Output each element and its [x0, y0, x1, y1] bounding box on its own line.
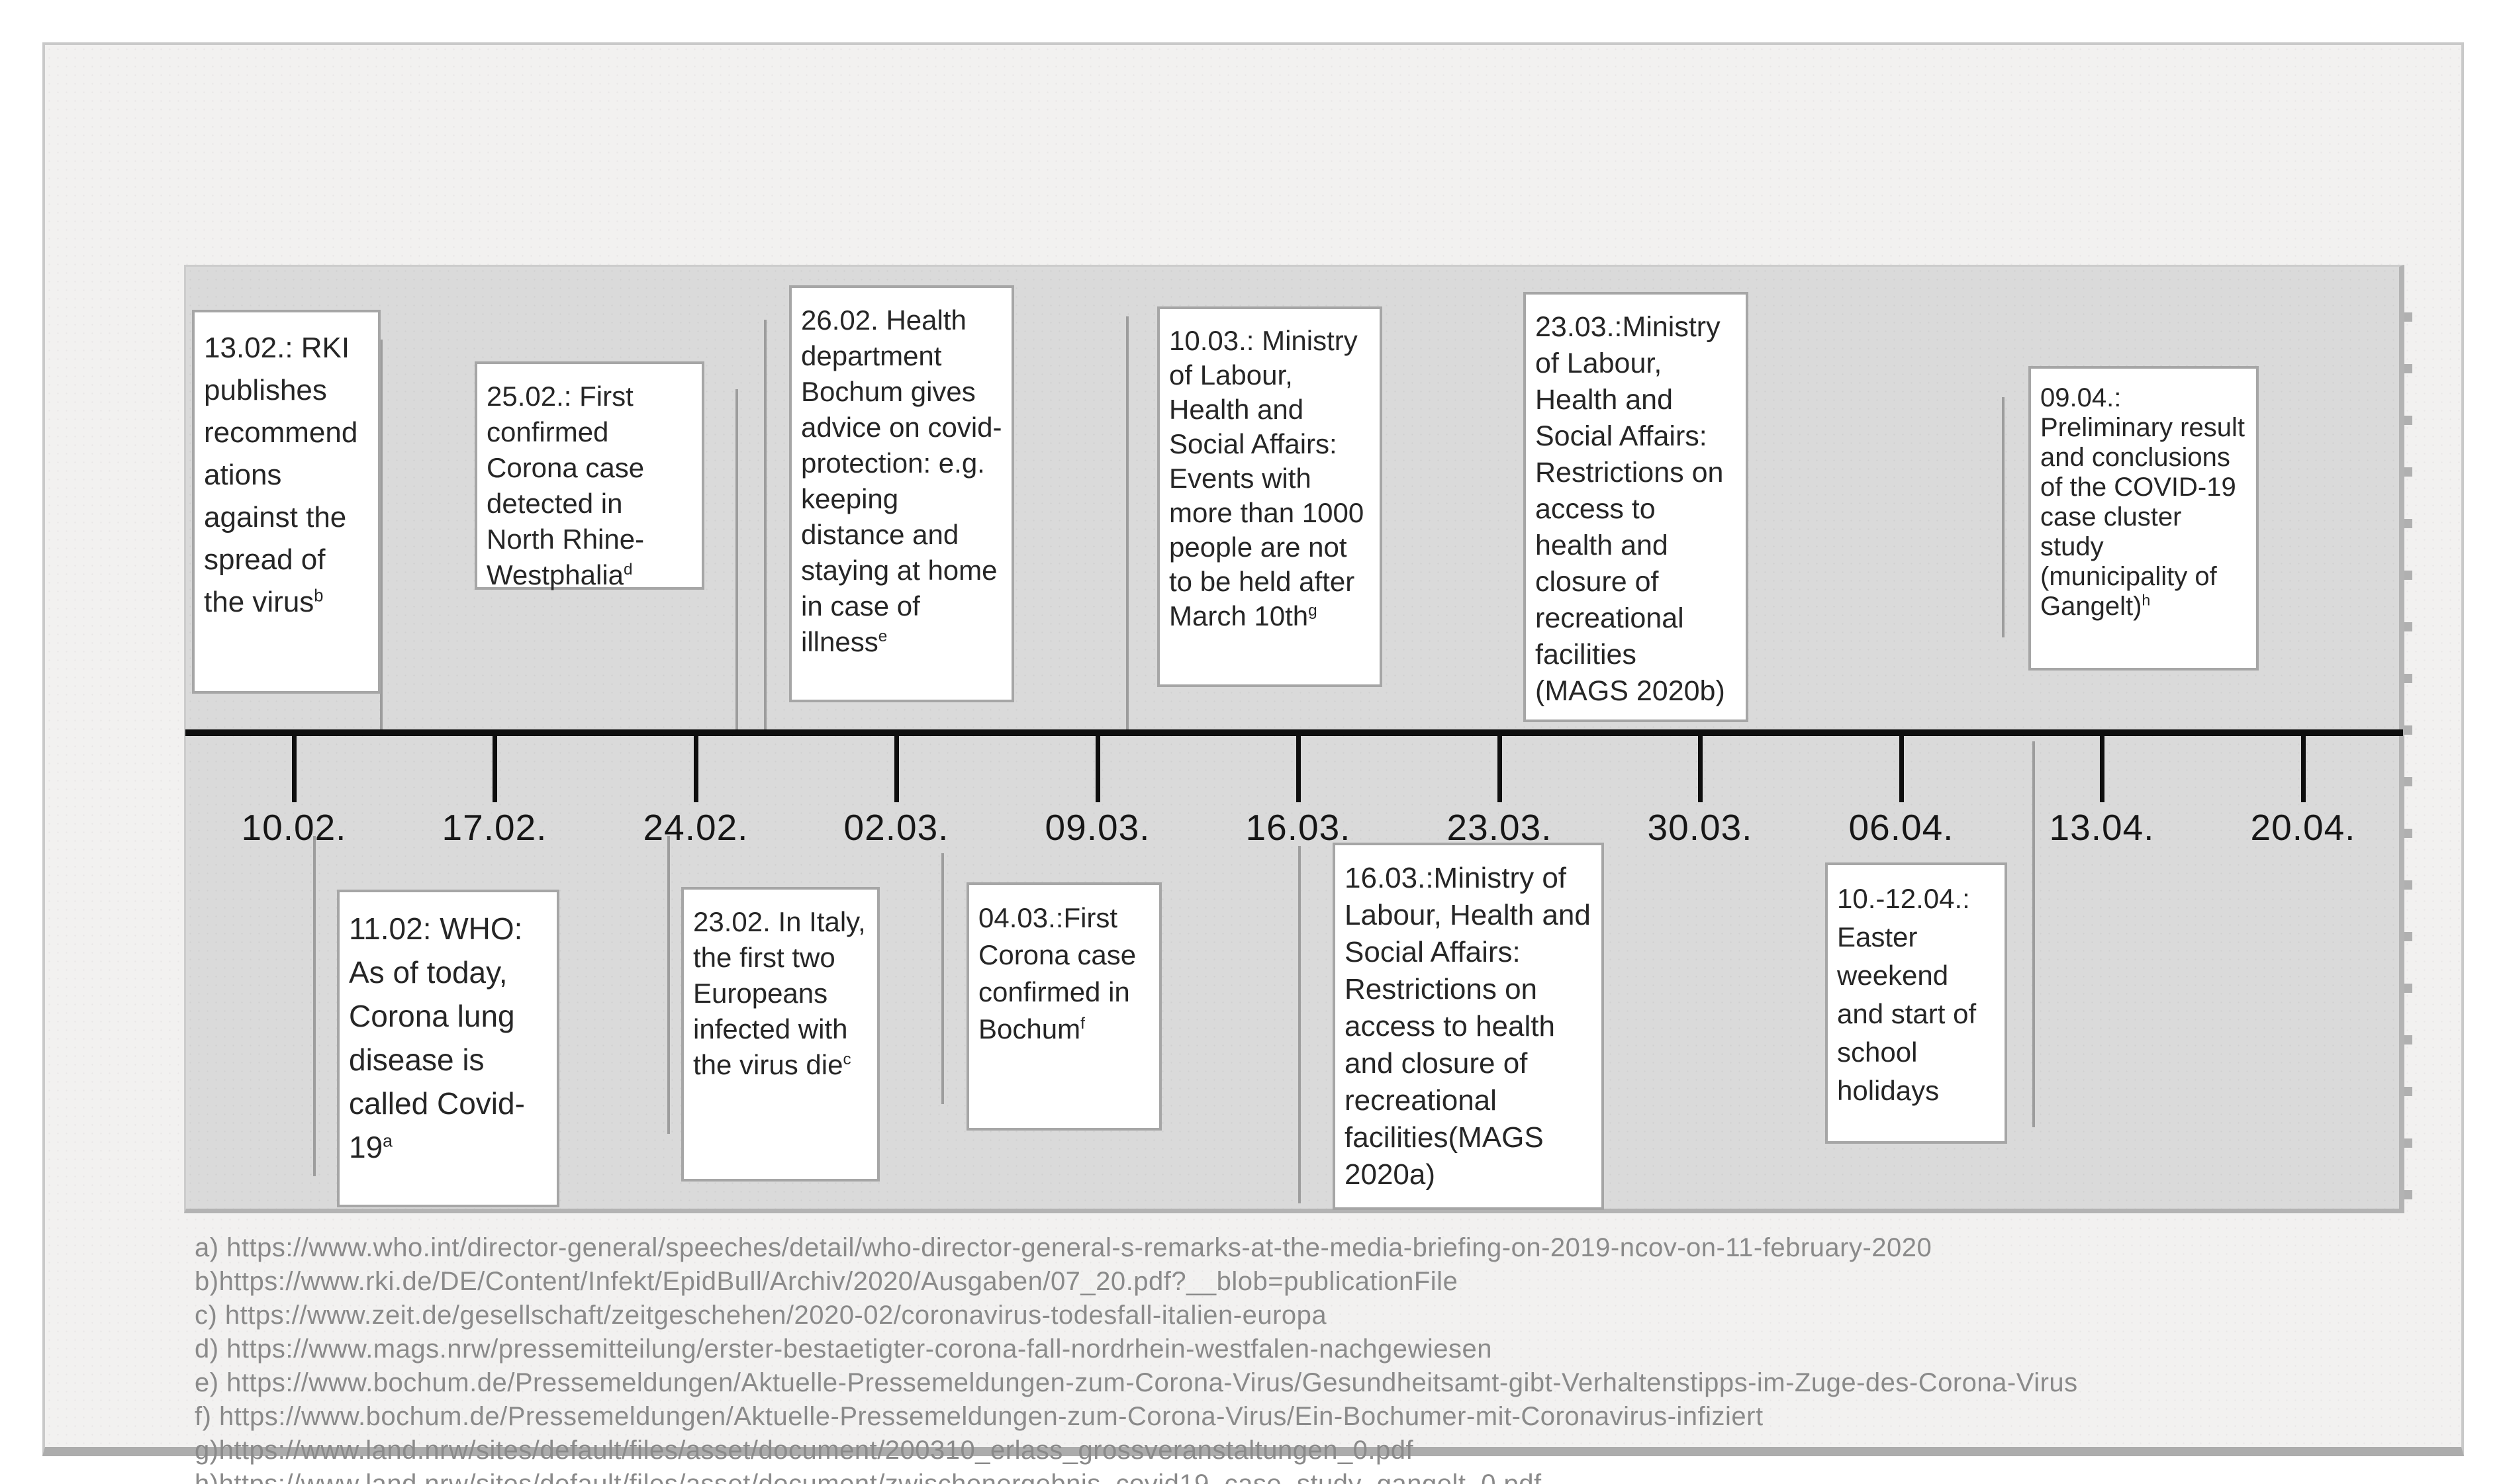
connector-04-03	[941, 853, 944, 1104]
tick-label-24-02: 24.02.	[643, 807, 749, 848]
event-box-10-12-04-easter: 10.-12.04.: Easter weekend and start of …	[1825, 862, 2007, 1144]
tick-label-16-03: 16.03.	[1245, 807, 1351, 848]
footnote-a: a) https://www.who.int/director-general/…	[195, 1233, 1932, 1262]
tick-label-20-04: 20.04.	[2250, 807, 2356, 848]
event-box-16-03-ministry-restrictions: 16.03.:Ministry of Labour, Health and So…	[1333, 843, 1604, 1210]
footnote-marker: f	[1080, 1015, 1085, 1033]
tick-24-02	[694, 736, 698, 802]
event-box-11-02-who-covid19: 11.02: WHO: As of today, Corona lung dis…	[337, 890, 559, 1207]
connector-09-04	[2002, 397, 2005, 637]
footnote-g: g)https://www.land.nrw/sites/default/fil…	[195, 1436, 1414, 1465]
footnote-marker: b	[314, 586, 324, 606]
timeline-axis	[185, 729, 2403, 736]
connector-10-03	[1126, 316, 1129, 729]
event-text: 13.02.: RKI publishes recommendations ag…	[204, 332, 358, 618]
tick-10-02	[292, 736, 297, 802]
connector-16-03	[1298, 846, 1301, 1203]
connector-23-02	[667, 836, 670, 1134]
tick-label-09-03: 09.03.	[1045, 807, 1151, 848]
tick-02-03	[894, 736, 899, 802]
tick-label-10-02: 10.02.	[241, 807, 347, 848]
event-box-10-03-ministry-events: 10.03.: Ministry of Labour, Health and S…	[1157, 306, 1382, 687]
event-text: 23.02. In Italy, the first two Europeans…	[693, 906, 866, 1080]
connector-10-12-04	[2032, 741, 2035, 1127]
event-text: 10.03.: Ministry of Labour, Health and S…	[1169, 325, 1364, 631]
footnote-e: e) https://www.bochum.de/Pressemeldungen…	[195, 1368, 2078, 1397]
event-text: 16.03.:Ministry of Labour, Health and So…	[1345, 862, 1591, 1191]
event-text: 09.04.: Preliminary result and conclusio…	[2040, 383, 2245, 621]
connector-25-02	[735, 389, 738, 729]
footnote-marker: a	[383, 1131, 393, 1151]
event-box-09-04-gangelt-study: 09.04.: Preliminary result and conclusio…	[2028, 366, 2259, 671]
tick-label-02-03: 02.03.	[843, 807, 949, 848]
footnote-b: b)https://www.rki.de/DE/Content/Infekt/E…	[195, 1267, 1458, 1296]
footnote-marker: e	[878, 627, 888, 645]
event-text: 25.02.: First confirmed Corona case dete…	[487, 381, 645, 590]
tick-label-30-03: 30.03.	[1647, 807, 1753, 848]
footnote-d: d) https://www.mags.nrw/pressemitteilung…	[195, 1334, 1493, 1364]
tick-16-03	[1296, 736, 1301, 802]
footnote-marker: c	[843, 1050, 851, 1068]
tick-label-06-04: 06.04.	[1848, 807, 1954, 848]
footnote-marker: g	[1308, 602, 1317, 620]
event-text: 10.-12.04.: Easter weekend and start of …	[1837, 883, 1977, 1106]
tick-09-03	[1096, 736, 1100, 802]
tick-label-13-04: 13.04.	[2049, 807, 2155, 848]
event-text: 04.03.:First Corona case confirmed in Bo…	[978, 902, 1137, 1044]
connector-26-02	[764, 320, 767, 729]
footnote-f: f) https://www.bochum.de/Pressemeldungen…	[195, 1402, 1764, 1431]
event-box-13-02-rki: 13.02.: RKI publishes recommendations ag…	[192, 310, 381, 694]
tick-label-23-03: 23.03.	[1446, 807, 1552, 848]
connector-11-02	[313, 836, 316, 1176]
tick-30-03	[1698, 736, 1703, 802]
tick-label-17-02: 17.02.	[442, 807, 547, 848]
footnote-list: a) https://www.who.int/director-general/…	[195, 1231, 2379, 1484]
event-box-04-03-bochum-case: 04.03.:First Corona case confirmed in Bo…	[967, 882, 1162, 1131]
event-box-23-02-italy-deaths: 23.02. In Italy, the first two Europeans…	[681, 887, 880, 1182]
tick-20-04	[2301, 736, 2306, 802]
tick-13-04	[2100, 736, 2104, 802]
event-text: 11.02: WHO: As of today, Corona lung dis…	[349, 911, 525, 1164]
event-box-23-03-ministry-restrictions: 23.03.:Ministry of Labour, Health and So…	[1523, 292, 1748, 722]
event-box-25-02-first-case-nrw: 25.02.: First confirmed Corona case dete…	[475, 361, 704, 590]
footnote-marker: h	[2142, 591, 2151, 609]
event-box-26-02-health-department: 26.02. Health department Bochum gives ad…	[789, 285, 1014, 702]
tick-06-04	[1899, 736, 1904, 802]
footnote-marker: d	[624, 561, 633, 579]
slide-background: 10.02. 17.02. 24.02. 02.03. 09.03. 16.03…	[42, 42, 2464, 1484]
footnote-c: c) https://www.zeit.de/gesellschaft/zeit…	[195, 1301, 1327, 1330]
footnote-h: h)https://www.land.nrw/sites/default/fil…	[195, 1469, 1542, 1484]
tick-23-03	[1497, 736, 1502, 802]
event-text: 26.02. Health department Bochum gives ad…	[801, 304, 1002, 657]
connector-13-02	[380, 340, 383, 729]
event-text: 23.03.:Ministry of Labour, Health and So…	[1535, 311, 1725, 707]
tick-17-02	[493, 736, 497, 802]
panel-edge-marks	[2404, 270, 2412, 1210]
